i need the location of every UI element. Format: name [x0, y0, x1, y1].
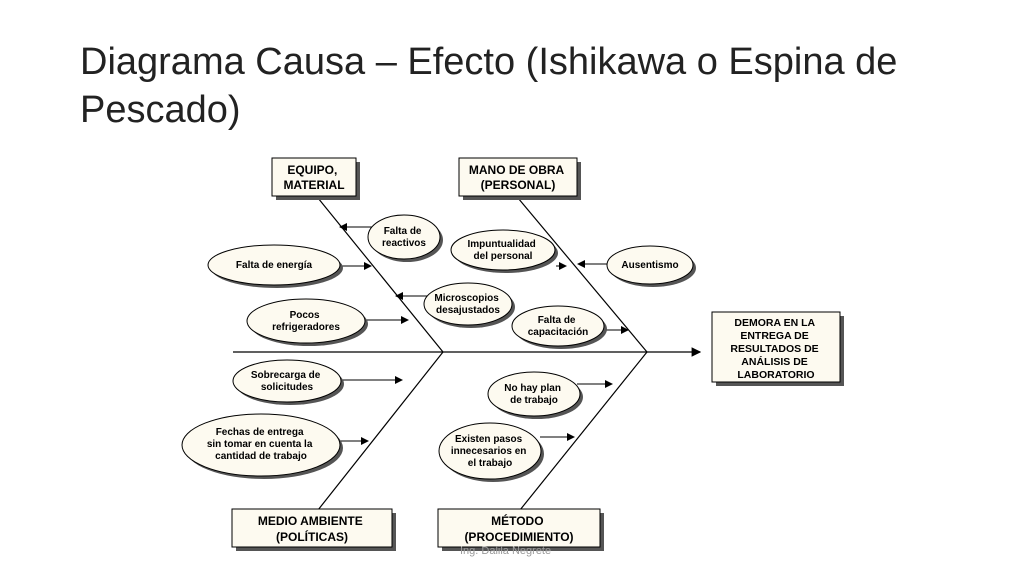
cause-pasos-innecesarios: Existen pasos innecesarios en el trabajo	[438, 422, 544, 482]
svg-text:EQUIPO, MATERIAL: EQUIPO, MATERIAL	[283, 163, 344, 192]
cause-falta-energia: Falta de energía	[207, 244, 343, 288]
cause-falta-energia-line-1: Falta de energía	[236, 260, 313, 271]
svg-text:Microscopios desajustado: Microscopios desajustados	[434, 293, 501, 316]
cause-microscopios-line-1: Microscopios	[434, 293, 499, 304]
cause-pasos-innecesarios-line-3: el trabajo	[468, 458, 512, 469]
svg-text:MANO DE OBRA (PERSONAL): MANO DE OBRA (PERSONAL)	[469, 163, 567, 192]
cause-microscopios-line-2: desajustados	[436, 305, 500, 316]
cause-pocos-refrigeradores-line-2: refrigeradores	[272, 322, 340, 333]
cause-falta-capacitacion: Falta de capacitación	[511, 305, 607, 349]
effect-line-1: DEMORA EN LA	[734, 317, 815, 329]
svg-text:Existen pasos innecesari: Existen pasos innecesarios en el trabajo	[451, 434, 529, 469]
cause-falta-capacitacion-line-2: capacitación	[528, 327, 589, 338]
cause-falta-capacitacion-line-1: Falta de	[538, 315, 576, 326]
cause-sobrecarga-line-2: solicitudes	[261, 382, 314, 393]
cause-no-plan-line-2: de trabajo	[510, 395, 558, 406]
cause-fechas-entrega-line-3: cantidad de trabajo	[215, 451, 307, 462]
cause-ausentismo-line-1: Ausentismo	[621, 260, 678, 271]
cause-falta-reactivos: Falta de reactivos	[367, 214, 443, 262]
svg-text:Sobrecarga de solicitude: Sobrecarga de solicitudes	[251, 370, 323, 393]
bone-equipo	[317, 197, 444, 353]
cause-pasos-innecesarios-line-1: Existen pasos	[455, 434, 523, 445]
cause-impuntualidad-line-2: del personal	[474, 251, 533, 262]
cause-sobrecarga: Sobrecarga de solicitudes	[232, 359, 344, 405]
effect-line-2: ENTREGA DE	[740, 330, 808, 342]
bone-medio	[317, 351, 444, 511]
category-metodo-line-1: MÉTODO	[491, 513, 543, 528]
cause-no-plan-line-1: No hay plan	[504, 383, 561, 394]
cause-impuntualidad: Impuntualidad del personal	[450, 229, 558, 273]
cause-fechas-entrega: Fechas de entrega sin tomar en cuenta la…	[181, 413, 343, 479]
svg-text:MÉTODO (PROCEDIMIENTO): MÉTODO (PROCEDIMIENTO)	[464, 513, 573, 544]
cause-pocos-refrigeradores-line-1: Pocos	[290, 310, 320, 321]
cause-pasos-innecesarios-line-2: innecesarios en	[451, 446, 527, 457]
category-metodo-line-2: (PROCEDIMIENTO)	[464, 530, 573, 544]
cause-pocos-refrigeradores: Pocos refrigeradores	[246, 298, 368, 346]
svg-text:No hay plan de trabajo: No hay plan de trabajo	[504, 383, 563, 406]
category-medio-line-2: (POLÍTICAS)	[276, 529, 348, 544]
cause-sobrecarga-line-1: Sobrecarga de	[251, 370, 321, 381]
bone-metodo	[519, 351, 648, 511]
cause-fechas-entrega-line-1: Fechas de entrega	[216, 427, 304, 438]
category-mano-obra-line-1: MANO DE OBRA	[469, 163, 565, 177]
svg-text:Pocos refrigeradores: Pocos refrigeradores	[272, 310, 340, 333]
svg-text:Falta de capacitación: Falta de capacitación	[528, 315, 589, 338]
category-metodo-box: MÉTODO (PROCEDIMIENTO)	[437, 508, 604, 551]
cause-impuntualidad-line-1: Impuntualidad	[467, 239, 535, 250]
svg-text:Falta de reactivos: Falta de reactivos	[382, 226, 426, 249]
cause-microscopios: Microscopios desajustados	[423, 282, 515, 328]
svg-text:Impuntualidad del person: Impuntualidad del personal	[467, 239, 538, 262]
svg-text:MEDIO AMBIENTE (POLÍTICA: MEDIO AMBIENTE (POLÍTICAS)	[258, 514, 366, 544]
cause-falta-reactivos-line-1: Falta de	[384, 226, 422, 237]
svg-text:DEMORA EN LA ENTREGA DE: DEMORA EN LA ENTREGA DE RESULTADOS DE AN…	[730, 317, 821, 381]
cause-falta-reactivos-line-2: reactivos	[382, 238, 426, 249]
slide-title: Diagrama Causa – Efecto (Ishikawa o Espi…	[80, 41, 898, 131]
category-medio-line-1: MEDIO AMBIENTE	[258, 514, 363, 528]
footer-author: Ing. Dalila Negrete	[460, 545, 552, 557]
category-mano-obra-line-2: (PERSONAL)	[481, 178, 556, 192]
svg-text:Fechas de entrega sin to: Fechas de entrega sin tomar en cuenta la…	[207, 427, 315, 462]
cause-ausentismo: Ausentismo	[606, 245, 696, 287]
svg-text:Ausentismo: Ausentismo	[621, 260, 678, 271]
cause-fechas-entrega-line-2: sin tomar en cuenta la	[207, 439, 313, 450]
category-medio-box: MEDIO AMBIENTE (POLÍTICAS)	[231, 508, 396, 551]
effect-line-3: RESULTADOS DE	[730, 343, 818, 355]
effect-box: DEMORA EN LA ENTREGA DE RESULTADOS DE AN…	[711, 311, 844, 386]
effect-line-5: LABORATORIO	[737, 369, 814, 381]
category-equipo-box: EQUIPO, MATERIAL	[271, 157, 360, 200]
category-equipo-line-1: EQUIPO,	[287, 163, 337, 177]
cause-no-plan: No hay plan de trabajo	[487, 371, 583, 419]
effect-line-4: ANÁLISIS DE	[741, 355, 808, 368]
category-equipo-line-2: MATERIAL	[283, 178, 344, 192]
svg-text:Falta de energía: Falta de energía	[236, 260, 313, 271]
category-mano-obra-box: MANO DE OBRA (PERSONAL)	[458, 157, 581, 200]
